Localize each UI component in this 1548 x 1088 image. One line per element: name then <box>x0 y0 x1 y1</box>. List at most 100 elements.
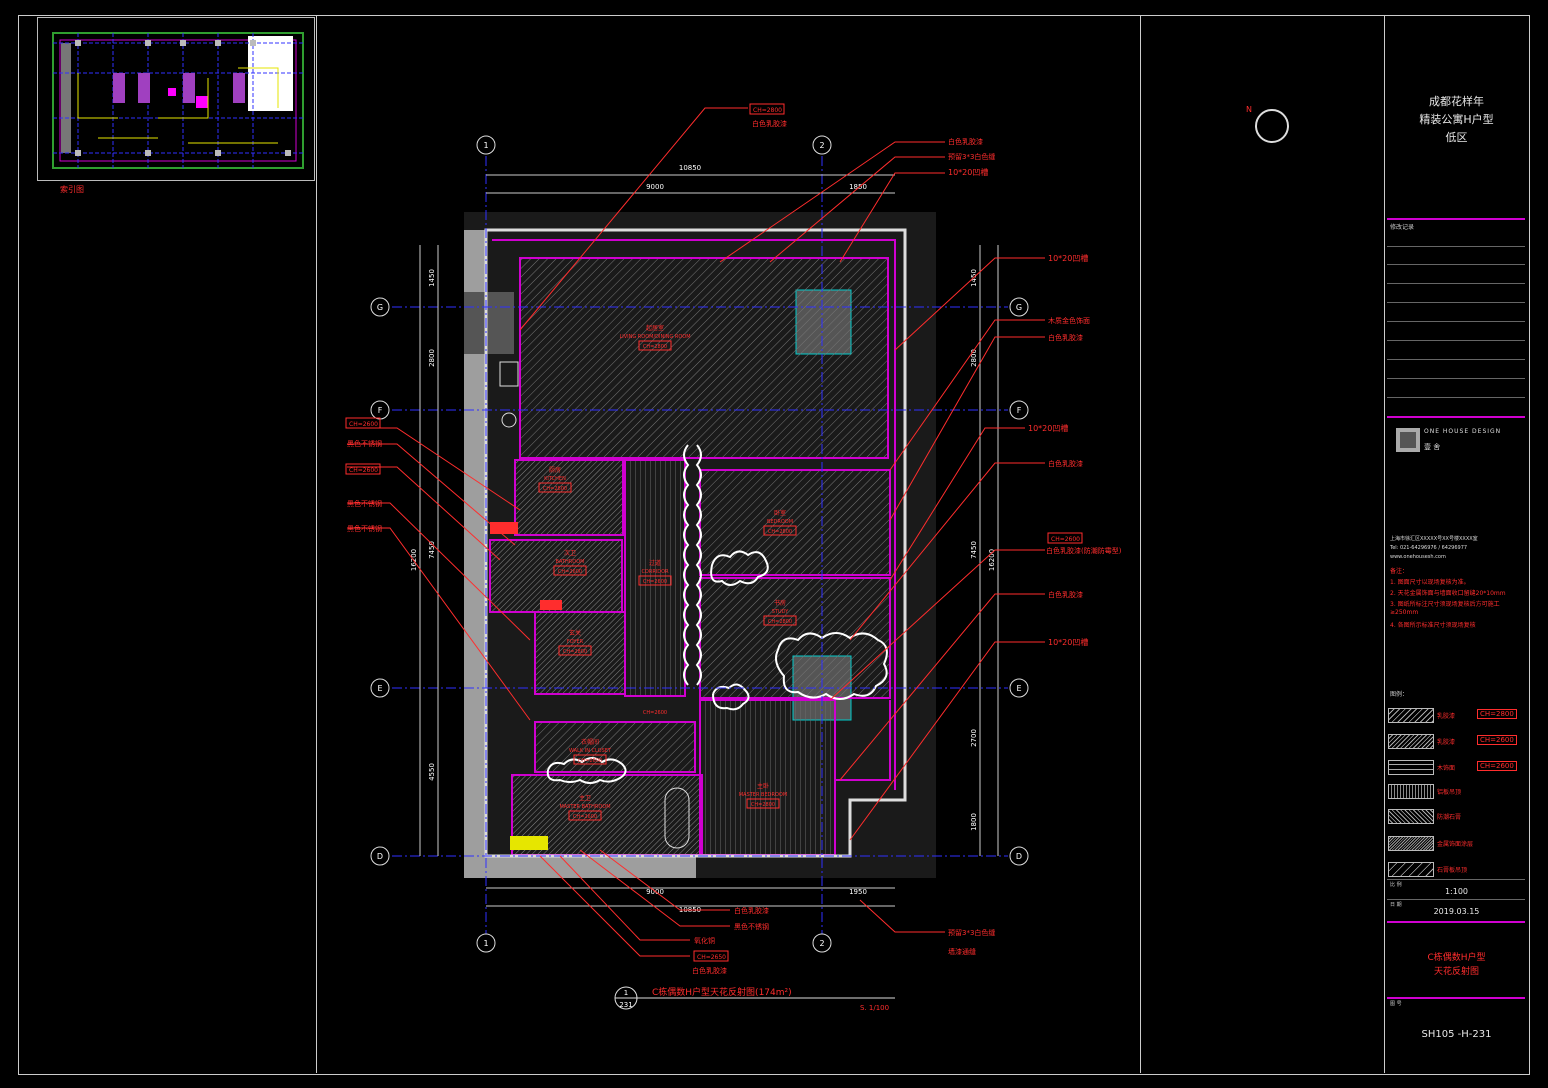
dim-right-1: 1450 <box>970 269 978 287</box>
revision-row <box>1387 340 1525 341</box>
room-ch: CH=2600 <box>578 758 602 764</box>
room-name-en: BATHROOM <box>556 559 585 565</box>
room-name: 衣帽间 <box>581 738 599 746</box>
room-ch-box <box>573 754 607 765</box>
curtain-clouds <box>546 444 888 784</box>
key-plan <box>37 17 315 181</box>
room-name-en: MASTER BATHROOM <box>559 804 610 810</box>
label-bottom-ch: CH=2650 <box>697 954 726 961</box>
room-name-en: FOYER <box>567 639 584 645</box>
scale-label: 比 例 <box>1390 882 1402 888</box>
room-ch-box <box>558 645 592 656</box>
grid-bubble-d-left: D <box>377 852 383 861</box>
corridor-area <box>624 459 686 697</box>
project-name-1: 成都花样年 <box>1429 95 1484 108</box>
label-left-1: 黑色不锈钢 <box>347 439 382 448</box>
label-right-6: 白色乳胶漆(防潮防霉型) <box>1046 546 1122 555</box>
divider-titleblock <box>1384 15 1385 1073</box>
grid-bubble-g-right: G <box>1016 303 1022 312</box>
note-line: 2. 天花金属饰面与墙面收口留缝20*10mm <box>1390 590 1506 597</box>
bathtub <box>664 787 690 849</box>
grid-lines <box>392 156 1008 936</box>
company-address: 上海市徐汇区XXXXX号XX号楼XXXX室 <box>1390 536 1478 542</box>
plan-scale: S. 1/100 <box>860 1004 889 1012</box>
closet-area <box>534 721 696 773</box>
grid-bubble-f-left: F <box>378 406 383 415</box>
room-name: 次卫 <box>564 549 576 557</box>
room-name: 过道 <box>649 559 661 567</box>
label-bottom-2: 黑色不锈钢 <box>734 922 769 931</box>
revision-row <box>1387 321 1525 322</box>
room-name-en: BEDROOM <box>767 519 793 525</box>
sheet-border <box>18 15 1530 1075</box>
legend-item: 防潮石膏 <box>1387 809 1525 825</box>
legend-item: 铝板吊顶 <box>1387 784 1525 800</box>
room-ch-box <box>553 565 587 576</box>
bedroom-area <box>699 469 891 576</box>
legend-title: 图例： <box>1390 691 1409 698</box>
room-ch: CH=2600 <box>558 569 582 575</box>
dim-left-total: 16200 <box>410 549 418 571</box>
scale-value: 1:100 <box>1444 887 1469 896</box>
bathroom-mark <box>540 600 562 610</box>
company-name: ONE HOUSE DESIGN <box>1424 428 1502 435</box>
grid-bubble-f-right: F <box>1017 406 1022 415</box>
dim-left-4: 4550 <box>428 763 436 781</box>
label-top-d: 10*20凹槽 <box>948 167 988 177</box>
svg-text:N: N <box>1246 105 1252 114</box>
dimension-lines <box>419 174 999 907</box>
room-name-en: KITCHEN <box>544 476 566 482</box>
grid-bubbles <box>370 135 1029 953</box>
revision-row <box>1387 283 1525 284</box>
revision-row <box>1387 378 1525 379</box>
room-name: 主卫 <box>579 794 591 802</box>
room-name: 玄关 <box>569 629 581 637</box>
dim-left-2: 2800 <box>428 349 436 367</box>
dim-right-5: 1800 <box>970 813 978 831</box>
exterior-wall-grey <box>464 230 486 878</box>
label-right-8: 10*20凹槽 <box>1048 637 1088 647</box>
room-ch-box <box>568 810 602 821</box>
label-bottom-5: 预留3*3白色缝 <box>948 928 995 937</box>
room-ch: CH=2800 <box>751 802 775 808</box>
bath-mark <box>510 836 548 850</box>
tb-line <box>1387 218 1525 220</box>
room-ch: CH=2600 <box>643 579 667 585</box>
study-area <box>699 577 891 699</box>
date-value: 2019.03.15 <box>1433 907 1480 916</box>
dim-left-3: 7450 <box>428 541 436 559</box>
title-number: 1 <box>624 989 628 997</box>
revision-row <box>1387 246 1525 247</box>
note-line: 1. 图面尺寸以现场复核为准。 <box>1390 579 1470 586</box>
label-right-5: 白色乳胶漆 <box>1048 459 1083 468</box>
company-logo <box>1396 428 1420 452</box>
revision-row <box>1387 264 1525 265</box>
kitchen-area <box>514 459 624 536</box>
column-g <box>464 292 514 354</box>
room-name-en: WALK IN CLOSET <box>569 748 612 754</box>
drawing-name-1: C栋偶数H户型 <box>1427 953 1486 963</box>
inner-wall-line <box>492 239 896 790</box>
sink <box>501 412 517 428</box>
room-name-en: CORRIDOR <box>641 569 669 575</box>
grid-bubble-2-top: 2 <box>819 141 824 150</box>
room-ch: CH=2800 <box>563 649 587 655</box>
stove <box>499 361 519 387</box>
label-bottom-3: 氧化铜 <box>694 936 715 945</box>
room-ch-box <box>763 525 797 536</box>
room-name-en: LIVING ROOM/DINING ROOM <box>619 334 690 340</box>
grid-bubble-g-left: G <box>377 303 383 312</box>
label-bottom-6: 墙漆通缝 <box>948 947 976 956</box>
label-left-2: 黑色不锈钢 <box>347 499 382 508</box>
legend-item: 金属饰面涂层 <box>1387 836 1525 852</box>
label-top-c: 预留3*3白色缝 <box>948 152 995 161</box>
grid-bubble-e-left: E <box>377 684 382 693</box>
label-bottom-4: 白色乳胶漆 <box>692 966 727 975</box>
tb-line <box>1387 921 1525 923</box>
label-left-ch1: CH=2600 <box>349 421 378 428</box>
number-label: 图 号 <box>1390 1001 1402 1007</box>
tb-line <box>1387 997 1525 999</box>
room-ch: CH=2800 <box>643 344 667 350</box>
title-block: 成都花样年 精装公寓H户型 低区 <box>1385 18 1528 1072</box>
